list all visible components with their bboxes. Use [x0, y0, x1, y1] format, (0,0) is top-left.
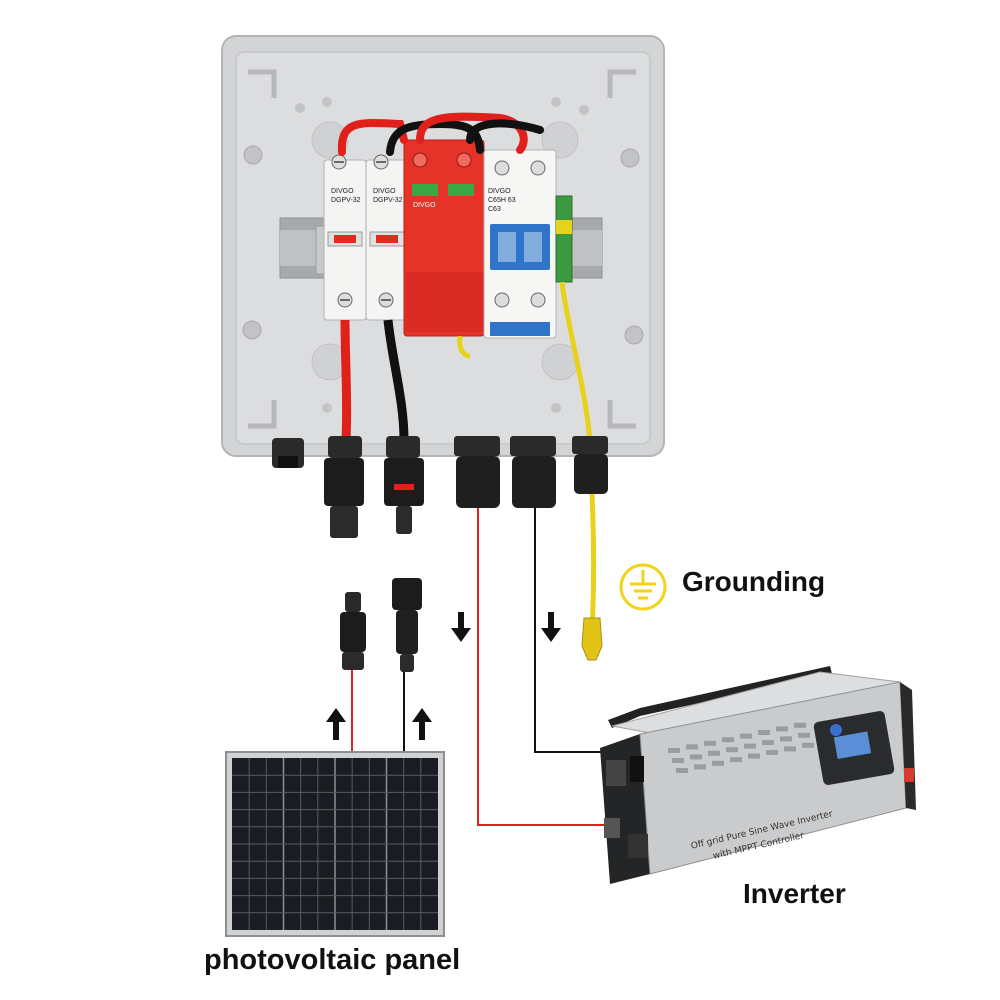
surge-protector	[403, 139, 485, 337]
circuit-breaker	[483, 149, 557, 339]
vent-slot	[744, 743, 756, 749]
breaker-brand: DIVGO	[488, 188, 511, 195]
vent-slot	[798, 732, 810, 738]
vent-slot	[694, 764, 706, 770]
ground-terminal	[555, 195, 573, 283]
mc4-connector-male	[392, 578, 422, 672]
fuse-2-model: DGPV-32	[373, 197, 403, 204]
breaker-model: C65H 63	[488, 197, 516, 204]
arrow-up-icon	[412, 708, 432, 740]
vent-slot	[712, 760, 724, 766]
fuse-holder-2	[365, 154, 409, 321]
pv-positive-internal	[340, 319, 352, 441]
photovoltaic-panel	[225, 751, 445, 937]
vent-slot	[776, 726, 788, 732]
inverter-label: Inverter	[743, 878, 846, 909]
vent-slot	[726, 747, 738, 753]
vent-slot	[784, 746, 796, 752]
vent-slot	[708, 750, 720, 756]
pv-panel-label: photovoltaic panel	[204, 944, 461, 976]
fuse-1-model: DGPV-32	[331, 197, 361, 204]
vent-slot	[672, 758, 684, 763]
bottom-connectors	[272, 436, 608, 538]
wire-to-inverter-negative	[534, 508, 614, 753]
fuse-1-brand: DIVGO	[331, 188, 354, 195]
vent-slot	[722, 737, 734, 743]
vent-slot	[794, 722, 806, 728]
vent-slot	[676, 768, 688, 773]
ground-wire-internal	[559, 281, 593, 441]
internal-wire-negative	[386, 119, 484, 156]
arrow-up-icon	[326, 708, 346, 740]
vent-slot	[690, 754, 702, 760]
ground-lug	[581, 617, 603, 661]
vent-slot	[730, 757, 742, 763]
fuse-2-brand: DIVGO	[373, 188, 396, 195]
vent-slot	[748, 753, 760, 759]
arrow-down-icon	[541, 612, 561, 642]
fuse-holder-1	[323, 154, 367, 321]
vent-slot	[668, 748, 680, 753]
vent-slot	[704, 740, 716, 746]
grounding-label: Grounding	[682, 566, 826, 597]
arrow-down-icon	[451, 612, 471, 642]
vent-slot	[758, 730, 770, 735]
vent-slot	[762, 740, 774, 745]
vent-slot	[740, 733, 752, 739]
wire-to-inverter-positive	[477, 508, 620, 826]
spd-brand: DIVGO	[413, 202, 436, 209]
vent-slot	[766, 750, 778, 755]
mc4-connector-female	[340, 592, 366, 670]
vent-slot	[686, 744, 698, 750]
pv-negative-internal	[383, 319, 409, 441]
inverter-unit	[600, 666, 916, 884]
ground-wire-external	[589, 493, 596, 631]
internal-wire-positive	[337, 119, 408, 156]
vent-slot	[780, 736, 792, 742]
vent-slot	[802, 742, 814, 748]
breaker-rating: C63	[488, 206, 501, 213]
ground-icon	[619, 563, 667, 611]
